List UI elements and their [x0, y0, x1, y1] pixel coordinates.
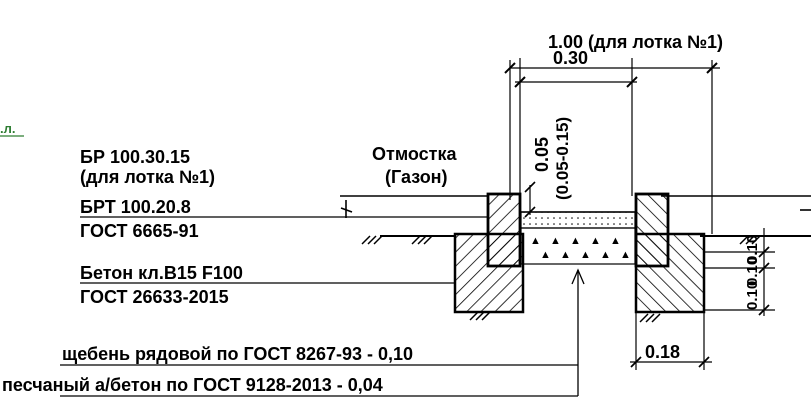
svg-text:▲: ▲: [590, 235, 601, 247]
leader-lines: [60, 200, 811, 397]
svg-text:▲: ▲: [570, 235, 581, 247]
svg-text:▲: ▲: [540, 249, 551, 261]
right-dim-3-label: 0.10: [744, 281, 761, 310]
small-dim: [524, 181, 536, 218]
top-dimensions: [504, 58, 720, 234]
left-marker-label: .л.: [0, 121, 15, 136]
gost-2-label: ГОСТ 26633-2015: [80, 287, 229, 307]
right-dim-2-label: 0.10: [744, 235, 761, 264]
svg-text:▲: ▲: [620, 249, 631, 261]
ground-hatch-marks: [361, 235, 761, 323]
svg-text:▲: ▲: [580, 249, 591, 261]
vertical-dim-1-label: 0.05: [532, 137, 552, 172]
bottom-dimension: [630, 312, 712, 370]
svg-text:▲: ▲: [550, 235, 561, 247]
tray-gravel: [520, 227, 636, 265]
right-dim-1-label: 0.10: [744, 257, 761, 286]
svg-text:▲: ▲: [560, 249, 571, 261]
gravel-marks: ▲ ▲ ▲ ▲ ▲ ▲ ▲ ▲ ▲ ▲: [530, 235, 631, 261]
vertical-dim-2-label: (0.05-0.15): [553, 117, 572, 200]
otmostka-sub-label: (Газон): [385, 167, 448, 187]
left-curb: [486, 192, 522, 268]
top-dim-2-label: 0.30: [553, 48, 588, 68]
curb-1-label: БР 100.30.15: [80, 147, 190, 167]
concrete-label: Бетон кл.В15 F100: [80, 263, 243, 283]
layer-1-label: щебень рядовой по ГОСТ 8267-93 - 0,10: [62, 344, 413, 364]
tray-asphalt: [520, 211, 636, 229]
gost-1-label: ГОСТ 6665-91: [80, 221, 199, 241]
layer-2-label: песчаный а/бетон по ГОСТ 9128-2013 - 0,0…: [2, 375, 383, 395]
curb-1-sub-label: (для лотка №1): [80, 167, 215, 187]
top-dim-1-label: 1.00 (для лотка №1): [548, 32, 723, 52]
otmostka-label: Отмостка: [372, 144, 457, 164]
right-footing: [634, 232, 706, 314]
right-curb: [634, 192, 670, 268]
curb-2-label: БРТ 100.20.8: [80, 197, 191, 217]
bottom-dim-label: 0.18: [645, 342, 680, 362]
svg-text:▲: ▲: [600, 249, 611, 261]
svg-text:▲: ▲: [530, 235, 541, 247]
svg-text:▲: ▲: [610, 235, 621, 247]
right-dimensions: [704, 228, 775, 316]
